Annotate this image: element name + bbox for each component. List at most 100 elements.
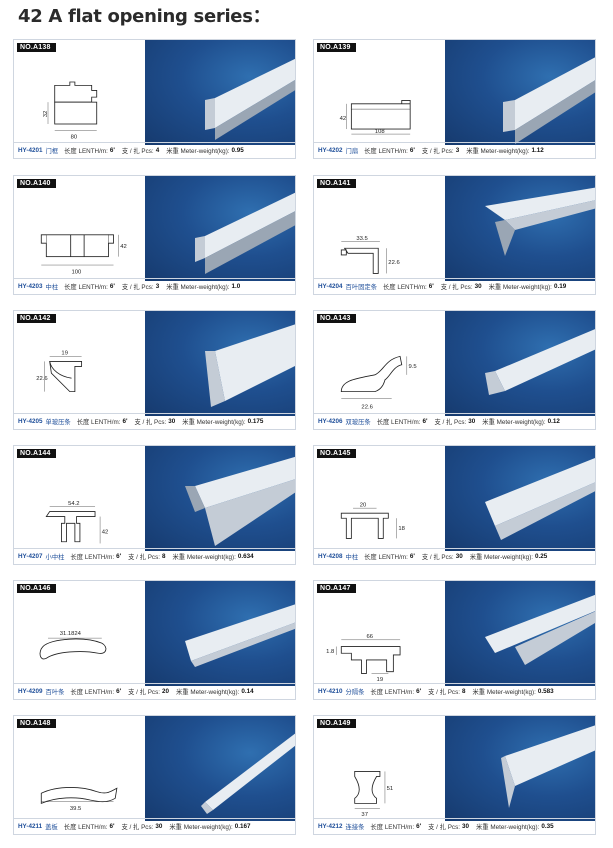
weight-value: 0.12 [547, 418, 560, 425]
dimension-label: 54.2 [68, 501, 79, 507]
pcs-value: 4 [155, 147, 160, 154]
dimension-label: 20 [360, 502, 367, 508]
profile-photo [145, 581, 295, 686]
profile-cross-section: 22.69.5 [340, 355, 417, 410]
pcs-label: 支 / 扎 Pcs: [128, 689, 160, 696]
pcs-value: 3 [455, 147, 460, 154]
length-value: 6' [416, 688, 422, 695]
product-spec-row: HY-4212 连接条 长度 LENTH/m: 6' 支 / 扎 Pcs: 30… [314, 818, 595, 834]
weight-value: 0.25 [535, 553, 548, 560]
product-spec-row: HY-4204 百叶固定条 长度 LENTH/m: 6' 支 / 扎 Pcs: … [314, 278, 595, 294]
dimension-label: 22.6 [388, 260, 399, 266]
length-label: 长度 LENTH/m: [70, 689, 115, 696]
dimension-label: 22.6 [36, 376, 47, 382]
profile-photo [145, 40, 295, 145]
weight-label: 米重 Meter-weight(kg): [166, 148, 230, 155]
product-number-badge: NO.A145 [317, 449, 356, 458]
dimension-label: 33.5 [356, 236, 368, 242]
length-label: 长度 LENTH/m: [364, 148, 408, 155]
product-spec-row: HY-4202 门扇 长度 LENTH/m: 6' 支 / 扎 Pcs: 3 米… [314, 142, 595, 158]
profile-photo-render [185, 604, 295, 667]
length-label: 长度 LENTH/m: [376, 419, 421, 426]
product-spec-row: HY-4209 百叶条 长度 LENTH/m: 6' 支 / 扎 Pcs: 20… [14, 683, 295, 699]
weight-label: 米重 Meter-weight(kg): [476, 824, 540, 831]
model-code: HY-4205 [18, 418, 43, 425]
length-value: 6' [122, 418, 128, 425]
pcs-value: 30 [155, 823, 163, 830]
weight-value: 1.12 [531, 147, 544, 154]
profile-photo-render [201, 733, 295, 814]
length-label: 长度 LENTH/m: [383, 284, 427, 291]
model-code: HY-4210 [318, 688, 343, 695]
pcs-value: 30 [455, 553, 463, 560]
product-number-badge: NO.A138 [17, 43, 56, 52]
model-name: 中柱 [345, 554, 359, 561]
pcs-label: 支 / 扎 Pcs: [421, 554, 454, 561]
profile-drawing: 33.5 22.6 [314, 176, 446, 281]
pcs-label: 支 / 扎 Pcs: [121, 824, 154, 831]
length-value: 6' [422, 418, 428, 425]
model-name: 连接条 [345, 824, 365, 831]
profile-photo [145, 311, 295, 416]
product-spec-row: HY-4205 单玻压条 长度 LENTH/m: 6' 支 / 扎 Pcs: 3… [14, 413, 295, 429]
profile-cross-section: 19 22.6 [36, 351, 83, 393]
pcs-label: 支 / 扎 Pcs: [428, 824, 460, 831]
product-number-badge: NO.A147 [317, 584, 356, 593]
pcs-label: 支 / 扎 Pcs: [421, 148, 454, 155]
profile-photo-render [485, 458, 595, 540]
length-value: 6' [409, 147, 415, 154]
model-code: HY-4203 [18, 283, 43, 290]
profile-photo [445, 176, 595, 281]
product-number-badge: NO.A144 [17, 449, 56, 458]
pcs-label: 支 / 扎 Pcs: [434, 419, 467, 426]
profile-cross-section: 31.1824 [39, 631, 107, 660]
dimension-label: 1.8 [326, 649, 334, 655]
length-value: 6' [428, 283, 434, 290]
pcs-label: 支 / 扎 Pcs: [121, 284, 154, 291]
weight-label: 米重 Meter-weight(kg): [469, 554, 534, 561]
product-spec-row: HY-4207 小中柱 长度 LENTH/m: 6' 支 / 扎 Pcs: 8 … [14, 548, 295, 564]
weight-value: 0.583 [537, 688, 554, 695]
page-title: 42 A flat opening series： [18, 6, 271, 27]
weight-label: 米重 Meter-weight(kg): [488, 284, 552, 291]
profile-drawing: 39.5 [14, 716, 146, 821]
profile-photo [145, 716, 295, 821]
dimension-label: 39.5 [70, 806, 82, 812]
length-label: 长度 LENTH/m: [370, 824, 415, 831]
pcs-value: 8 [161, 553, 166, 560]
model-name: 分隔条 [345, 689, 365, 696]
profile-drawing: 31.1824 [14, 581, 146, 686]
product-number-badge: NO.A143 [317, 314, 356, 323]
weight-value: 0.14 [241, 688, 254, 695]
profile-photo-render [485, 329, 595, 395]
weight-value: 0.167 [234, 823, 251, 830]
weight-label: 米重 Meter-weight(kg): [182, 419, 246, 426]
product-spec-row: HY-4203 中柱 长度 LENTH/m: 6' 支 / 扎 Pcs: 3 米… [14, 278, 295, 294]
length-label: 长度 LENTH/m: [364, 554, 408, 561]
pcs-value: 20 [161, 688, 169, 695]
model-code: HY-4208 [318, 553, 343, 560]
product-card: 31.1824 NO.A146 HY-4209 百叶条 长度 LENTH/m: … [13, 580, 296, 700]
weight-value: 0.35 [541, 823, 554, 830]
dimension-label: 19 [61, 351, 68, 357]
pcs-value: 3 [155, 283, 160, 290]
product-number-badge: NO.A139 [317, 43, 356, 52]
model-code: HY-4201 [18, 147, 43, 154]
dimension-label: 108 [375, 129, 385, 135]
product-spec-row: HY-4211 盖板 长度 LENTH/m: 6' 支 / 扎 Pcs: 30 … [14, 818, 295, 834]
weight-value: 0.95 [231, 147, 244, 154]
model-code: HY-4207 [18, 553, 43, 560]
model-name: 中柱 [45, 284, 59, 291]
dimension-label: 100 [72, 269, 83, 275]
